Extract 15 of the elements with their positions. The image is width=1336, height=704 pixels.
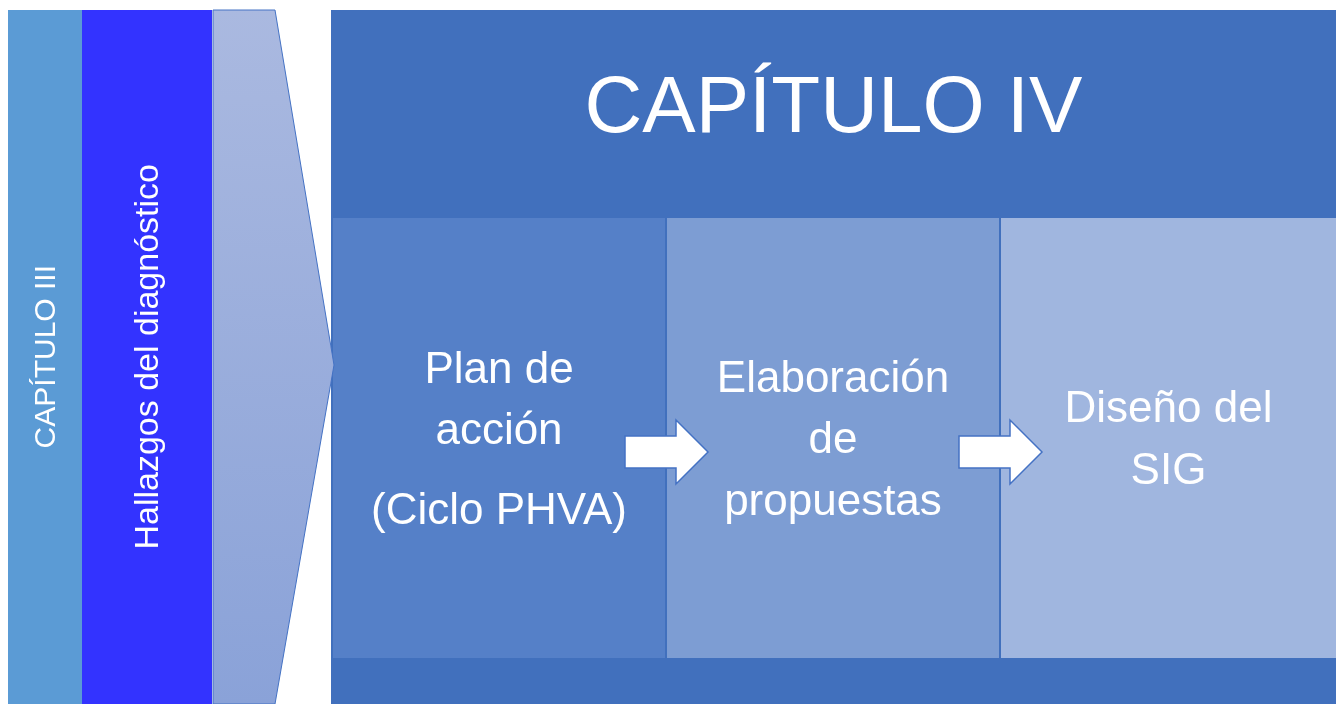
- findings-band: [82, 10, 212, 704]
- chapter-band: [8, 10, 82, 704]
- band-title: Hallazgos del diagnóstico: [126, 164, 167, 550]
- box-text: Diseño del SIG: [1063, 381, 1274, 495]
- process-box: [333, 218, 665, 658]
- band-title: CAPÍTULO III: [27, 265, 62, 449]
- block-arrow: [624, 418, 710, 486]
- box-text: (Ciclo PHVA): [371, 482, 627, 535]
- box-text: Plan de acción: [423, 341, 575, 456]
- chapter-panel: [331, 10, 1336, 704]
- process-box: [1001, 218, 1336, 658]
- process-box: [667, 218, 999, 658]
- block-arrow: [958, 418, 1044, 486]
- box-text: Elaboración de propuestas: [715, 350, 951, 526]
- chevron-arrow: [212, 9, 335, 704]
